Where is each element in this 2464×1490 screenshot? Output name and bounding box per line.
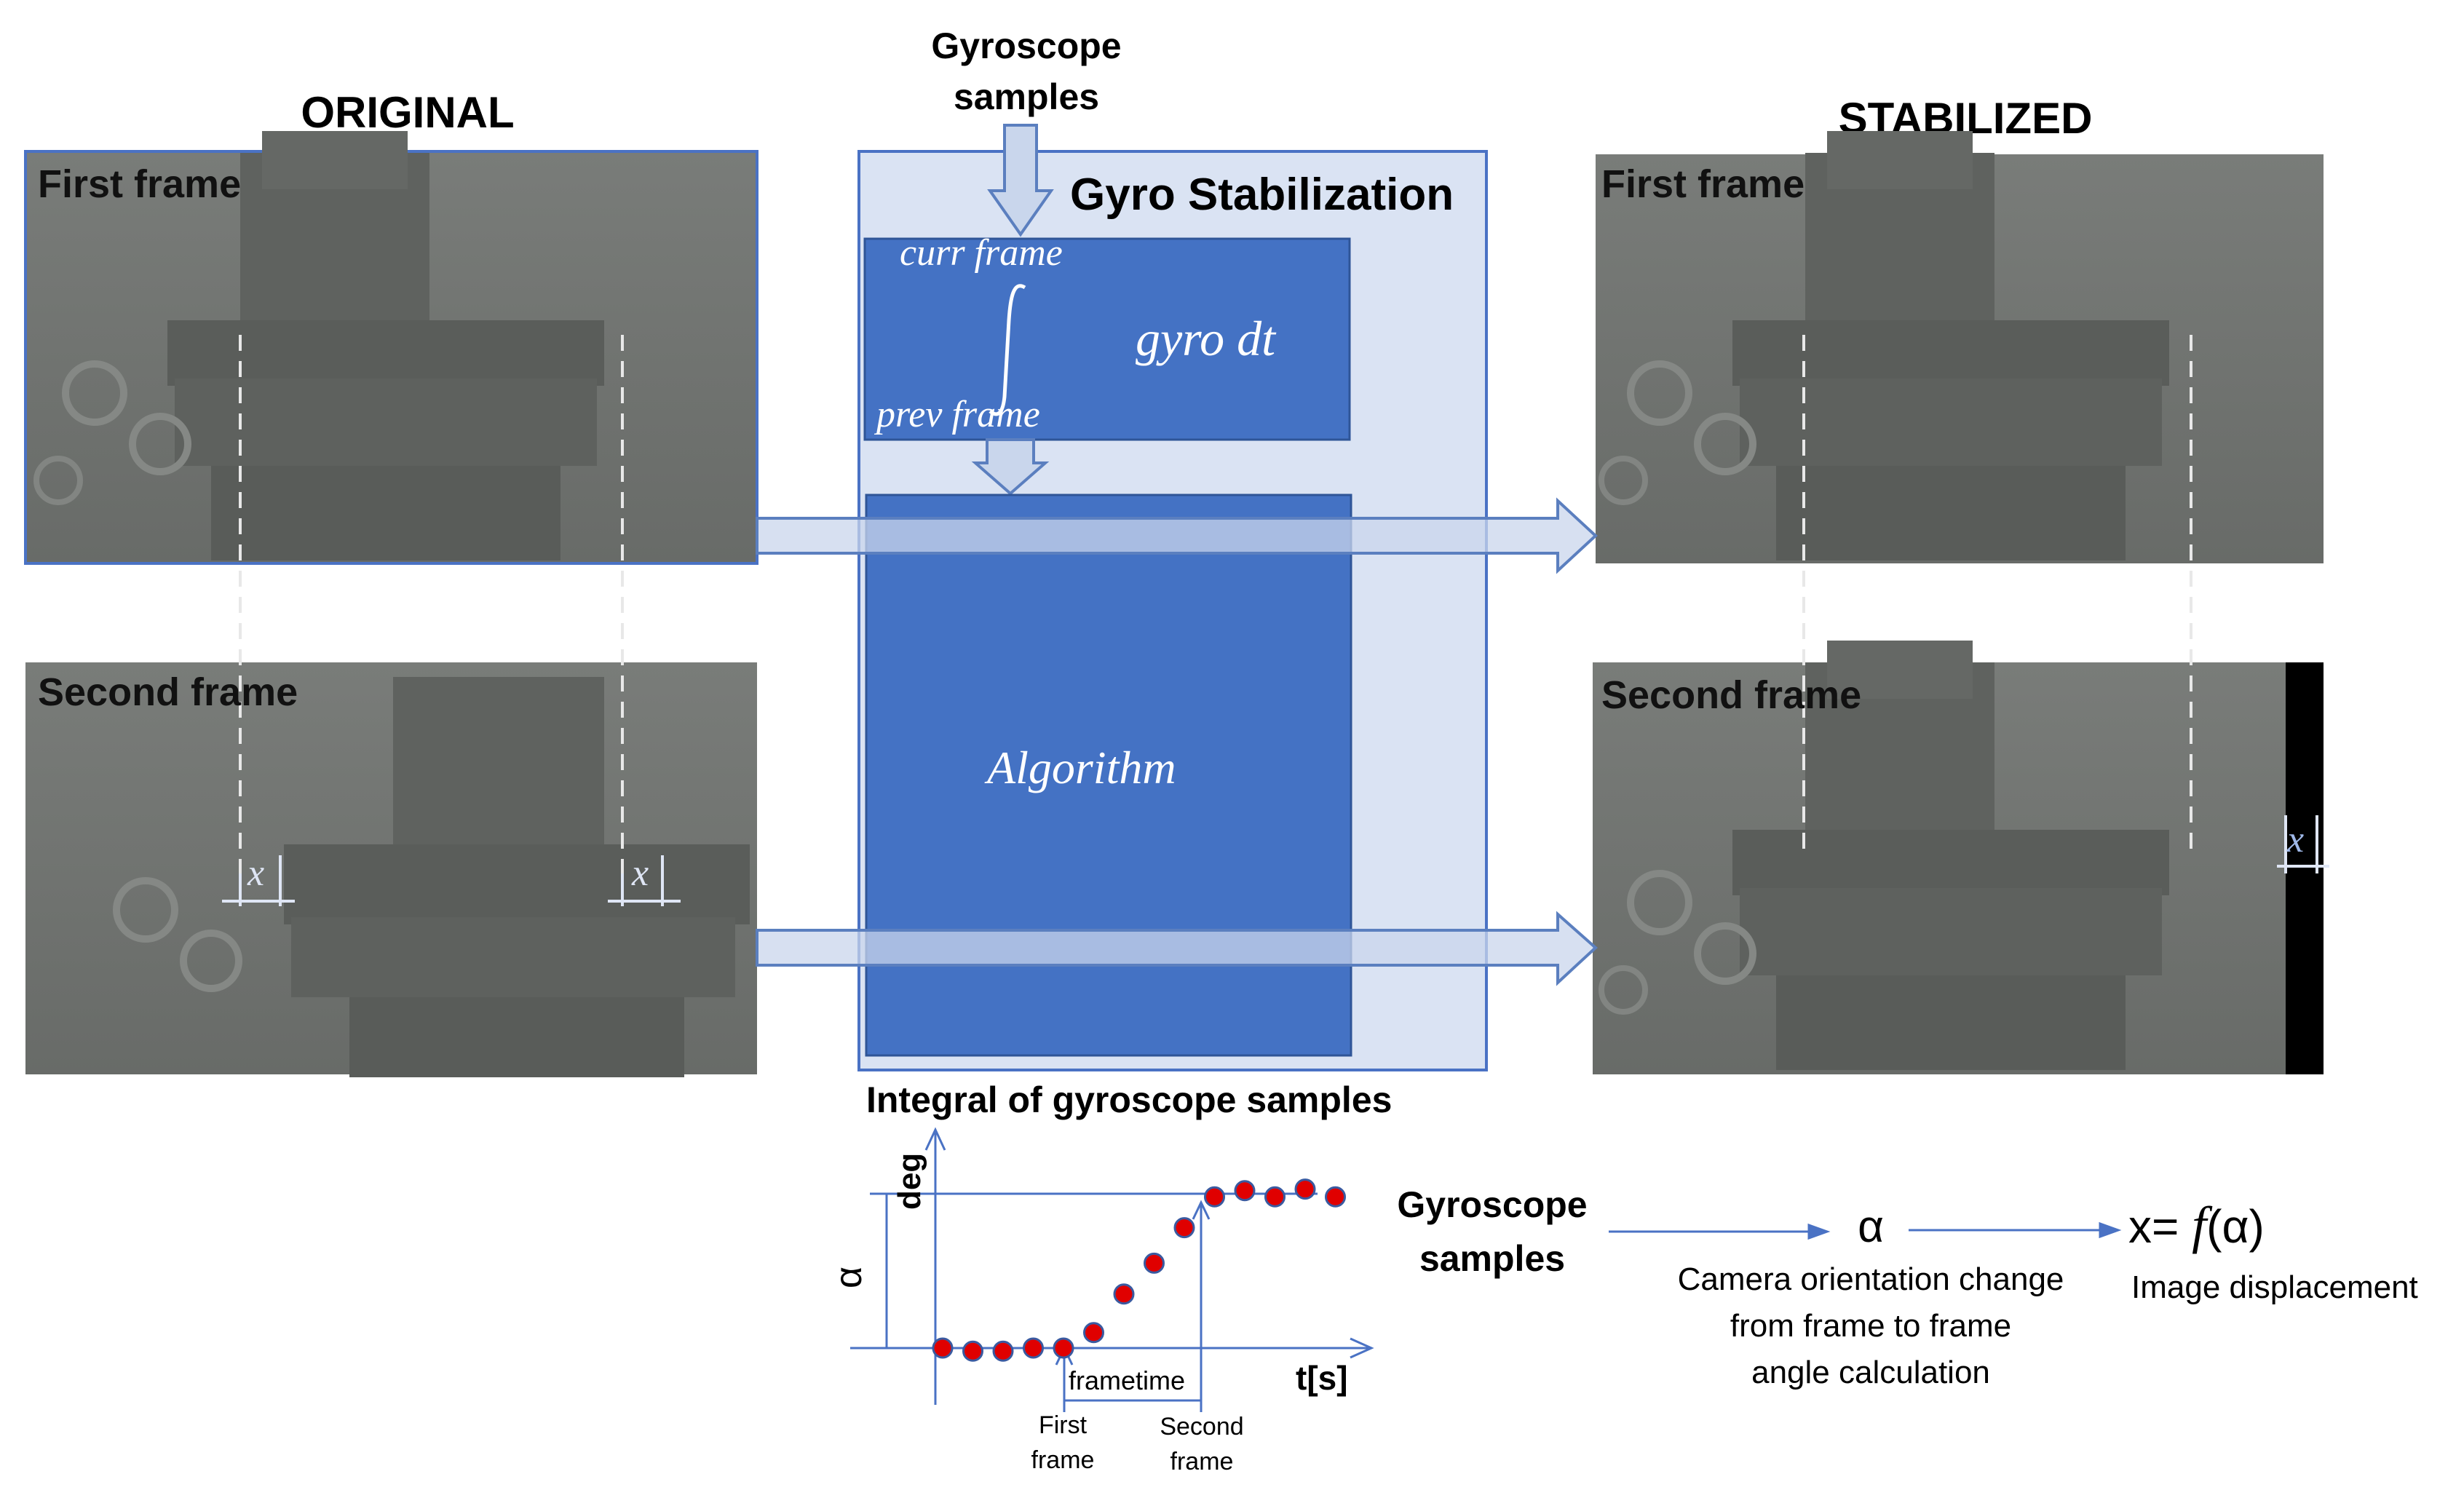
second-frame-arrow xyxy=(756,911,1598,986)
pipeline-input-label: Gyroscope samples xyxy=(1397,1184,1588,1279)
chart-point xyxy=(1173,1217,1195,1239)
chart-point xyxy=(1083,1322,1104,1344)
first-frame-arrow xyxy=(756,497,1598,574)
integral-lower-limit: prev frame xyxy=(876,394,1040,435)
gyro-input-arrow xyxy=(987,124,1054,237)
displacement-markers xyxy=(222,815,2329,906)
stabilized-first-frame-image xyxy=(1596,131,2324,563)
chart-point xyxy=(1204,1186,1225,1208)
integral-upper-limit: curr frame xyxy=(900,232,1063,274)
chart-point xyxy=(1264,1186,1286,1208)
displacement-label-left: x xyxy=(247,852,265,894)
integral-to-algorithm-arrow xyxy=(971,438,1050,496)
displacement-label-stabilized: x xyxy=(2287,819,2305,860)
original-second-frame-label: Second frame xyxy=(38,670,298,714)
original-first-frame-label: First frame xyxy=(38,162,242,206)
chart-points xyxy=(932,1178,1346,1362)
chart-point xyxy=(1113,1283,1135,1305)
graph-title: Integral of gyroscope samples xyxy=(866,1079,1393,1120)
pipeline-alpha-caption: Camera orientation change from frame to … xyxy=(1677,1261,2064,1390)
chart-point xyxy=(1294,1178,1316,1200)
chart-point xyxy=(992,1340,1014,1362)
stabilized-second-frame-label: Second frame xyxy=(1601,673,1862,717)
chart-point xyxy=(932,1337,954,1359)
frametime-label: frametime xyxy=(1069,1366,1186,1395)
stabilized-guide-lines xyxy=(1802,335,2192,852)
original-heading: ORIGINAL xyxy=(301,88,515,137)
gyro-input-label: Gyroscope samples xyxy=(931,25,1122,117)
chart-point xyxy=(1144,1252,1165,1274)
integrand-label: gyro dt xyxy=(1136,311,1276,366)
graph-alpha-label: α xyxy=(828,1266,870,1288)
first-frame-tick-label: First frame xyxy=(1031,1411,1095,1474)
graph-xlabel: t[s] xyxy=(1296,1359,1348,1397)
chart-point xyxy=(1053,1337,1074,1359)
stabilized-first-frame-label: First frame xyxy=(1601,162,1805,206)
pipeline-formula-caption: Image displacement xyxy=(2131,1269,2418,1305)
chart-point xyxy=(962,1340,983,1362)
formula-argument: (α) xyxy=(2206,1200,2265,1253)
pipeline-formula: x= f(α) xyxy=(2128,1195,2265,1256)
chart-point xyxy=(1325,1186,1346,1208)
second-frame-tick-label: Second frame xyxy=(1160,1413,1244,1475)
pipeline-arrows xyxy=(1609,1221,2122,1240)
displacement-label-right: x xyxy=(632,852,649,894)
formula-prefix: x= xyxy=(2128,1200,2192,1253)
original-first-frame-image xyxy=(24,131,758,565)
integral-box xyxy=(863,237,1351,441)
chart-point xyxy=(1234,1180,1256,1202)
stabilized-second-frame-image xyxy=(1593,641,2324,1074)
gyro-stabilization-title: Gyro Stabilization xyxy=(1070,170,1454,220)
pipeline-alpha: α xyxy=(1858,1202,1884,1252)
chart-point xyxy=(1023,1337,1044,1359)
formula-function: f xyxy=(2192,1196,2207,1254)
original-second-frame-image xyxy=(25,662,757,1077)
algorithm-label: Algorithm xyxy=(987,742,1176,793)
integral-symbol-icon xyxy=(989,284,1026,416)
graph-ylabel: deg xyxy=(892,1152,927,1210)
original-guide-lines xyxy=(239,335,624,903)
